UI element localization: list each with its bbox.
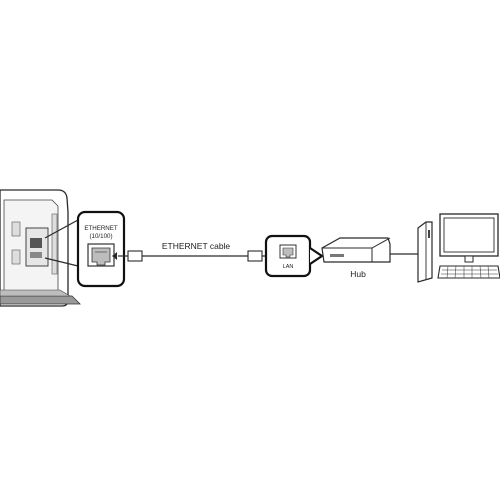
pc-tower-drive [428,230,430,238]
hub-body [321,237,391,263]
tv-ethernet-jack [30,238,42,248]
tv-jack-2 [30,252,42,258]
cable-label: ETHERNET cable [162,241,231,251]
tv-stand [0,295,81,305]
lan-port-label: LAN [283,264,294,270]
ethernet-cable: ETHERNET cable [112,241,276,262]
computer [417,213,500,283]
lan-callout-pointer [309,247,324,265]
tv-side-panel [51,213,58,275]
cable-plug-left [127,250,143,262]
pc-monitor-screen [443,217,495,253]
cable-plug-right [247,250,263,262]
callout-line-top [44,219,79,239]
pc-keyboard [437,265,500,279]
tv-port-label-line1: ETHERNET [84,225,118,232]
tv-vent-1 [11,221,21,237]
lan-socket [282,247,294,258]
tv-port-zoom: ETHERNET (10/100) [76,210,126,288]
tv-rear [0,189,81,307]
tv-port-label-line2: (10/100) [89,233,112,240]
pc-monitor-neck [464,255,474,263]
callout-line-bottom [44,257,79,267]
hub-label: Hub [350,269,366,279]
hub-device: Hub [321,237,391,279]
hub-indicator [330,254,344,257]
lan-port-zoom: LAN [264,234,324,278]
tv-stand-top [0,289,72,297]
cable-arrow-left [112,252,117,260]
pc-keyboard-keys [441,265,498,279]
tv-vent-2 [11,249,21,265]
